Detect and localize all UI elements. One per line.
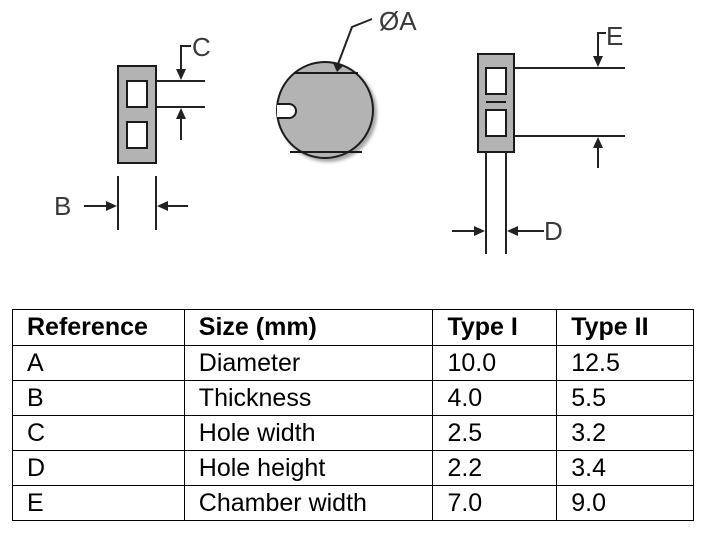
cell-type-i: 7.0 (432, 485, 558, 521)
dimension-a-arrow (333, 63, 343, 72)
table-row: B Thickness 4.0 5.5 (12, 380, 694, 416)
header-size: Size (mm) (183, 309, 434, 346)
table-row: E Chamber width 7.0 9.0 (12, 485, 694, 521)
table-row: D Hole height 2.2 3.4 (12, 450, 694, 486)
cell-type-ii: 12.5 (556, 345, 694, 381)
dimension-d-arrow-right (507, 226, 518, 236)
dimension-d (452, 152, 544, 254)
cell-size: Hole width (183, 415, 434, 451)
cell-reference: E (12, 485, 185, 521)
cell-size: Diameter (183, 345, 434, 381)
table-row: C Hole width 2.5 3.2 (12, 415, 694, 451)
side-view-part (117, 65, 157, 164)
label-e: E (606, 21, 623, 51)
table-header-row: Reference Size (mm) Type I Type II (12, 309, 694, 346)
dimension-b-arrow-right (157, 201, 168, 211)
header-reference: Reference (12, 309, 185, 346)
table-row: A Diameter 10.0 12.5 (12, 345, 694, 381)
cell-type-i: 10.0 (432, 345, 558, 381)
dimension-b-arrow-left (106, 201, 117, 211)
cell-reference: C (12, 415, 185, 451)
dimension-c-arrow-bottom (176, 108, 186, 119)
cell-reference: D (12, 450, 185, 486)
cell-reference: A (12, 345, 185, 381)
dimension-e (515, 32, 625, 168)
header-type-ii: Type II (556, 309, 694, 346)
label-d: D (544, 216, 563, 246)
cell-type-ii: 9.0 (556, 485, 694, 521)
dimension-diagram: C B ØA E (54, 6, 625, 254)
cell-type-i: 2.5 (432, 415, 558, 451)
header-type-i: Type I (432, 309, 558, 346)
cell-size: Hole height (183, 450, 434, 486)
cell-type-ii: 3.2 (556, 415, 694, 451)
cell-type-ii: 3.4 (556, 450, 694, 486)
label-a: ØA (379, 6, 417, 36)
size-table: Reference Size (mm) Type I Type II A Dia… (12, 309, 694, 521)
dimension-c-arrow-top (176, 69, 186, 80)
dimension-e-arrow-bottom (593, 137, 603, 148)
chamber-view-part (477, 53, 515, 153)
cell-reference: B (12, 380, 185, 416)
cell-size: Thickness (183, 380, 434, 416)
disc-view-part (276, 61, 374, 159)
cell-type-i: 2.2 (432, 450, 558, 486)
cell-type-ii: 5.5 (556, 380, 694, 416)
dimension-a-leader (337, 18, 373, 65)
dimension-d-arrow-left (474, 226, 485, 236)
cell-type-i: 4.0 (432, 380, 558, 416)
label-c: C (192, 32, 211, 62)
label-b: B (54, 191, 71, 221)
dimension-e-arrow-top (593, 56, 603, 67)
dimension-b (84, 176, 188, 230)
cell-size: Chamber width (183, 485, 434, 521)
